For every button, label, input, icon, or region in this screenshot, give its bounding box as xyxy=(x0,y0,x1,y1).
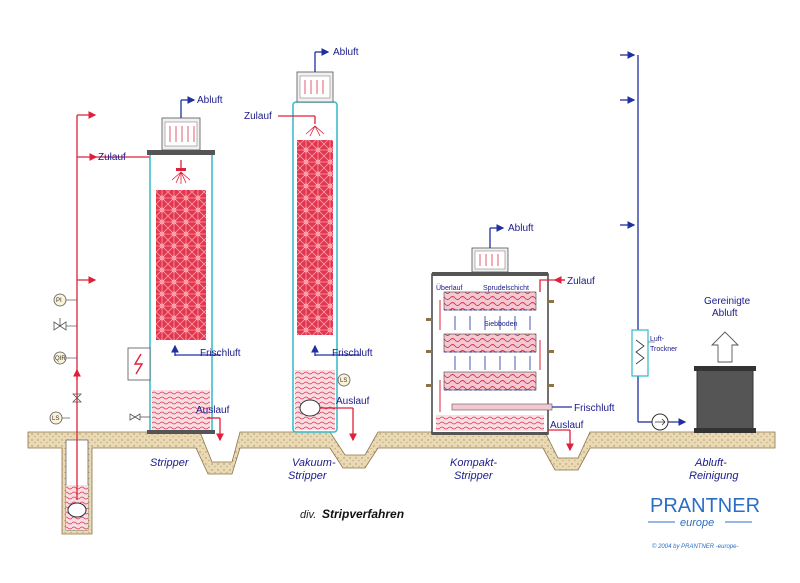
svg-text:QIR: QIR xyxy=(55,356,66,362)
instrument-ls-vakuum: LS xyxy=(340,378,347,384)
label-spruehschicht: Sprudelschicht xyxy=(483,285,529,292)
valve-2 xyxy=(72,393,82,403)
label-frischluft-kompakt: Frischluft xyxy=(574,403,615,414)
abluft-reinigung-filter xyxy=(694,331,756,433)
label-abluft-stripper: Abluft xyxy=(197,95,223,106)
caption-vakuum-2: Stripper xyxy=(288,470,328,482)
valve-1 xyxy=(53,318,77,331)
prantner-logo: PRANTNER europe xyxy=(648,495,760,529)
caption-stripper: Stripper xyxy=(150,457,190,469)
label-luft-trockner-1: Luft- xyxy=(650,336,665,343)
instrument-qir: QIR xyxy=(53,351,77,365)
title-main: Stripverfahren xyxy=(322,507,404,521)
kompakt-stripper-box xyxy=(426,224,574,452)
label-frischluft-stripper: Frischluft xyxy=(200,348,241,359)
caption-kompakt-2: Stripper xyxy=(454,470,494,482)
label-auslauf-vakuum: Auslauf xyxy=(336,396,370,407)
label-abluft-vakuum: Abluft xyxy=(333,47,359,58)
label-ueberlauf: Überlauf xyxy=(436,284,463,292)
label-zulauf-vakuum: Zulauf xyxy=(244,111,272,122)
caption-kompakt-1: Kompakt- xyxy=(450,457,497,469)
instrument-ls-well: LS xyxy=(49,411,70,425)
brand-name: PRANTNER xyxy=(650,495,760,517)
exhaust-collection-line xyxy=(620,51,687,431)
svg-text:LS: LS xyxy=(52,416,59,422)
caption-abluft-1: Abluft- xyxy=(694,457,727,469)
label-abluft-kompakt: Abluft xyxy=(508,223,534,234)
caption-vakuum-1: Vakuum- xyxy=(292,457,336,469)
instrument-pi: PI xyxy=(53,293,77,307)
label-auslauf-kompakt: Auslauf xyxy=(550,420,584,431)
copyright: © 2004 by PRANTNER -europe- xyxy=(652,543,738,550)
label-zulauf-1: Zulauf xyxy=(98,152,126,163)
vakuum-stripper-column: LS xyxy=(278,48,360,442)
label-auslauf-stripper: Auslauf xyxy=(196,405,230,416)
label-luft-trockner-2: Trockner xyxy=(650,346,678,353)
label-frischluft-vakuum: Frischluft xyxy=(332,348,373,359)
label-zulauf-kompakt: Zulauf xyxy=(567,276,595,287)
label-siebboden: Siebboden xyxy=(484,321,518,328)
title-prefix: div. xyxy=(300,509,316,521)
brand-sub: europe xyxy=(680,517,714,529)
caption-abluft-2: Reinigung xyxy=(689,470,739,482)
ground xyxy=(27,431,776,535)
stripper-column xyxy=(127,96,224,442)
label-gereinigte-1: Gereinigte xyxy=(704,296,751,307)
label-gereinigte-2: Abluft xyxy=(712,308,738,319)
svg-text:PI: PI xyxy=(56,298,62,304)
